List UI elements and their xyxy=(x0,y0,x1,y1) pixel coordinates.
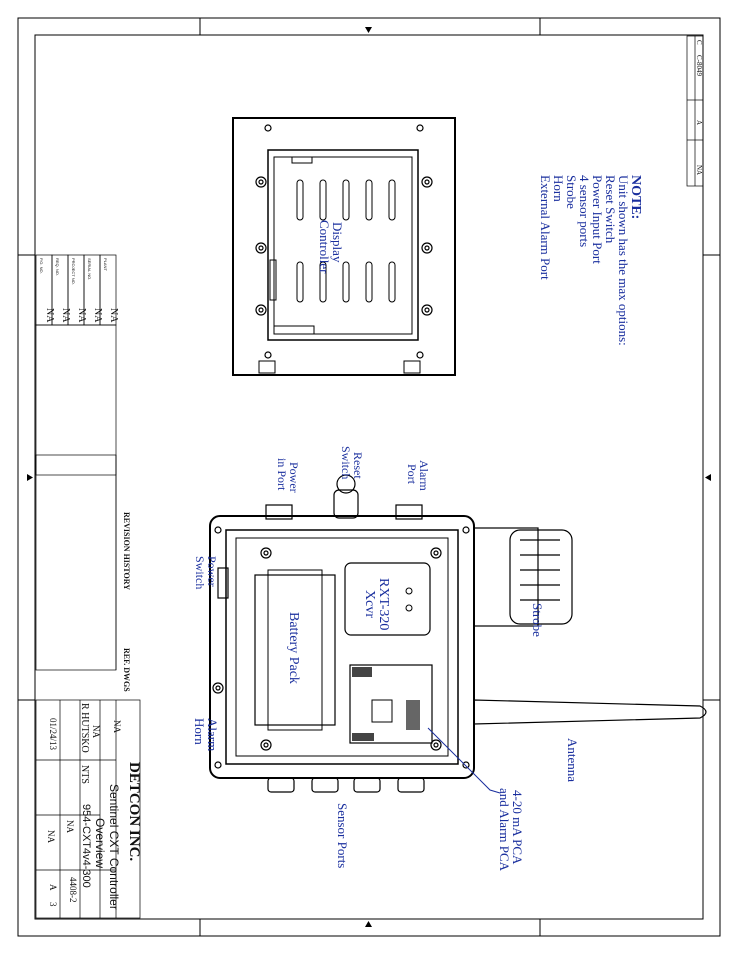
svg-text:Switch: Switch xyxy=(193,556,207,589)
note-line: Unit shown has the max options: xyxy=(616,175,631,346)
title-block xyxy=(35,699,141,919)
svg-text:NA: NA xyxy=(108,308,119,323)
note-block: NOTE: Unit shown has the max options: Re… xyxy=(538,175,643,346)
svg-text:4-20 mA PCA: 4-20 mA PCA xyxy=(510,790,525,865)
svg-text:Alarm: Alarm xyxy=(205,718,220,751)
inner-border xyxy=(34,34,704,920)
svg-text:C-8049: C-8049 xyxy=(695,55,703,77)
border-ticks xyxy=(18,18,720,936)
drawn-by-value: R HUTSKO xyxy=(79,703,90,753)
revision-history-heading: REVISION HISTORY xyxy=(122,512,131,590)
display-controller-view xyxy=(232,117,456,376)
drawing-subtitle: Overview xyxy=(93,818,107,868)
callout-leaders xyxy=(427,727,501,794)
note-line: Reset Switch xyxy=(603,175,618,244)
alarm-port-label: Alarm Port xyxy=(405,460,431,491)
revision-table xyxy=(35,254,117,671)
svg-text:Switch: Switch xyxy=(339,446,353,479)
outer-border xyxy=(17,17,721,937)
svg-text:Display: Display xyxy=(330,222,345,263)
size-value: A xyxy=(48,884,58,891)
qa-approval-value: NA xyxy=(46,830,56,843)
display-controller-label: Display Controller xyxy=(317,220,345,274)
ref-dwgs-heading: REF. DWGS xyxy=(122,648,131,692)
note-line: Strobe xyxy=(564,175,579,209)
svg-text:Power: Power xyxy=(287,462,301,493)
svg-text:PROJECT NO.: PROJECT NO. xyxy=(71,258,76,285)
scale-value: NTS xyxy=(79,765,90,784)
reset-switch-label: Reset Switch xyxy=(339,446,365,479)
left-table-text: P.O. NO. REQ. NO. PROJECT NO. SERIAL NO.… xyxy=(39,258,131,692)
top-right-rev-block xyxy=(686,35,704,187)
svg-text:Strobe: Strobe xyxy=(530,603,545,637)
svg-text:Alarm: Alarm xyxy=(417,460,431,491)
svg-text:NA: NA xyxy=(76,308,87,323)
date-value: 01/24/13 xyxy=(48,718,58,751)
svg-text:NA: NA xyxy=(60,308,71,323)
svg-text:Port: Port xyxy=(405,464,419,485)
antenna-label: Antenna xyxy=(565,738,580,782)
svg-text:Horn: Horn xyxy=(192,718,207,745)
svg-text:SERIAL NO.: SERIAL NO. xyxy=(87,258,92,280)
note-line: External Alarm Port xyxy=(538,175,553,280)
center-marks xyxy=(27,27,711,927)
svg-text:NA: NA xyxy=(44,308,55,323)
note-line: 4 sensor ports xyxy=(577,175,592,247)
note-line: Horn xyxy=(551,175,566,202)
enclosure-view xyxy=(209,474,707,793)
svg-text:and Alarm PCA: and Alarm PCA xyxy=(497,788,512,872)
svg-text:Battery Pack: Battery Pack xyxy=(286,612,301,684)
note-title: NOTE: xyxy=(628,175,643,219)
svg-text:C: C xyxy=(695,40,703,45)
pca-label: 4-20 mA PCA and Alarm PCA xyxy=(497,788,525,872)
sensor-ports-label: Sensor Ports xyxy=(335,803,350,868)
drawing-number: 4408-2 xyxy=(68,877,78,903)
title-block-text: DETCON INC. Sentinel CXT Controller Over… xyxy=(46,703,142,910)
svg-text:Xcvr: Xcvr xyxy=(362,590,377,618)
svg-text:Sensor Ports: Sensor Ports xyxy=(335,803,350,868)
eng-approval-value: NA xyxy=(65,820,75,833)
power-in-port-label: Power in Port xyxy=(275,458,301,493)
power-switch-label: Power Switch xyxy=(193,556,219,589)
sheet-value: 3 xyxy=(48,902,58,907)
rxt-xcvr-label: RXT-320 Xcvr xyxy=(362,578,391,630)
svg-text:Reset: Reset xyxy=(351,452,365,479)
svg-text:NA: NA xyxy=(92,308,103,323)
project-value: NA xyxy=(91,725,101,738)
svg-text:A: A xyxy=(695,120,703,125)
svg-text:RXT-320: RXT-320 xyxy=(376,578,391,630)
svg-text:NA: NA xyxy=(695,165,703,175)
drawing-title: Sentinel CXT Controller xyxy=(107,784,121,910)
svg-text:REQ. NO.: REQ. NO. xyxy=(55,258,60,276)
battery-pack-label: Battery Pack xyxy=(286,612,301,684)
svg-text:Antenna: Antenna xyxy=(565,738,580,782)
svg-text:in Port: in Port xyxy=(275,458,289,491)
svg-text:PLANT: PLANT xyxy=(103,258,108,271)
strobe-label: Strobe xyxy=(530,603,545,637)
svg-text:Power: Power xyxy=(205,556,219,587)
client-value: NA xyxy=(112,720,122,733)
svg-text:Controller: Controller xyxy=(317,220,332,274)
svg-text:P.O. NO.: P.O. NO. xyxy=(39,258,44,274)
company-name: DETCON INC. xyxy=(126,762,142,861)
top-right-rev-text: C C-8049 A NA xyxy=(695,40,703,175)
part-number: 954-CXT4v4-300 xyxy=(80,804,92,888)
alarm-horn-label: Alarm Horn xyxy=(192,718,220,751)
note-line: Power Input Port xyxy=(590,175,605,264)
